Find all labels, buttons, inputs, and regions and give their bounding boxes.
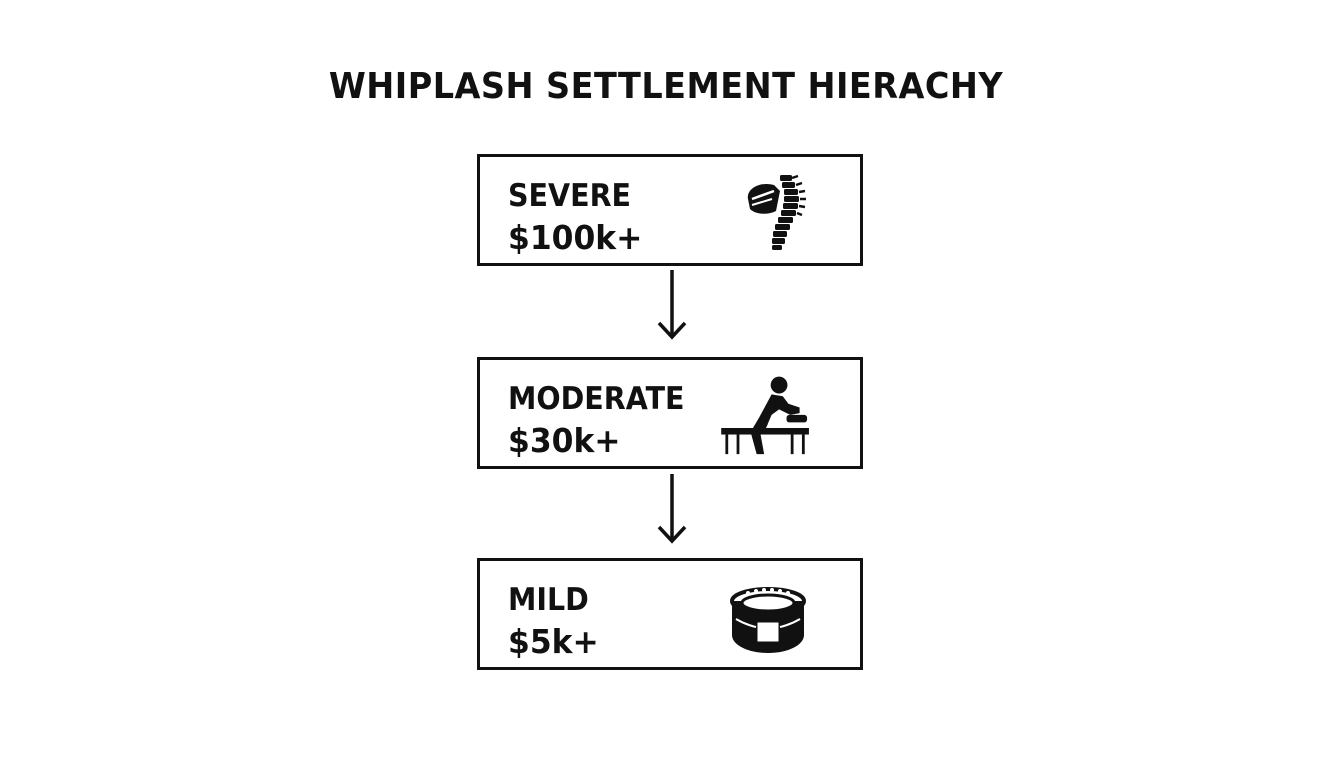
tier-mild-text: MILD $5k+ (508, 579, 604, 663)
arrow-down-icon (657, 270, 687, 340)
tier-label: SEVERE (508, 178, 632, 214)
physical-therapy-icon (721, 376, 809, 455)
tier-moderate: MODERATE $30k+ (477, 357, 863, 469)
tier-severe: SEVERE $100k+ (477, 154, 863, 266)
tier-value: $100k+ (508, 218, 643, 257)
spine-icon (747, 174, 806, 250)
tier-value: $5k+ (508, 622, 599, 661)
tier-label: MILD (508, 582, 589, 618)
tier-severe-text: SEVERE $100k+ (508, 175, 649, 259)
tier-mild: MILD $5k+ (477, 558, 863, 670)
arrow-down-icon (657, 474, 687, 544)
tier-label: MODERATE (508, 381, 685, 417)
tier-value: $30k+ (508, 421, 621, 460)
diagram-title: WHIPLASH SETTLEMENT HIERACHY (328, 66, 1004, 107)
tier-moderate-text: MODERATE $30k+ (508, 378, 700, 462)
neck-brace-icon (730, 587, 806, 653)
